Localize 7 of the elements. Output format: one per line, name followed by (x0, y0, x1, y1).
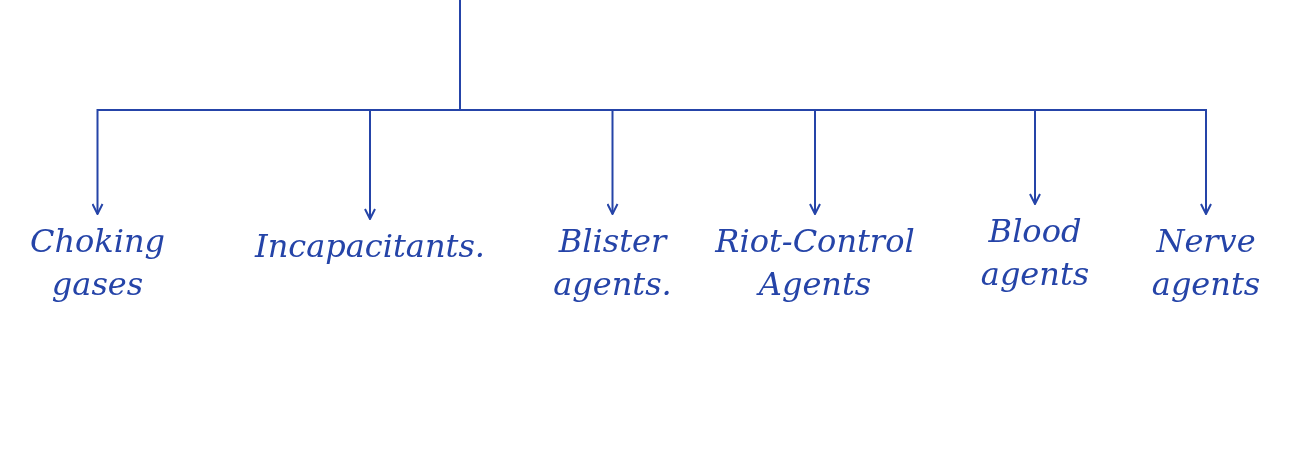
category-label: Choking gases (28, 221, 167, 306)
category-label: Riot-Control Agents (715, 221, 915, 306)
category-label: Nerve agents (1150, 221, 1262, 306)
category-label: Blister agents. (552, 221, 673, 306)
category-label: Blood agents (979, 211, 1091, 296)
branch-arrow (459, 0, 1212, 215)
category-label: Incapacitants. (253, 226, 486, 267)
